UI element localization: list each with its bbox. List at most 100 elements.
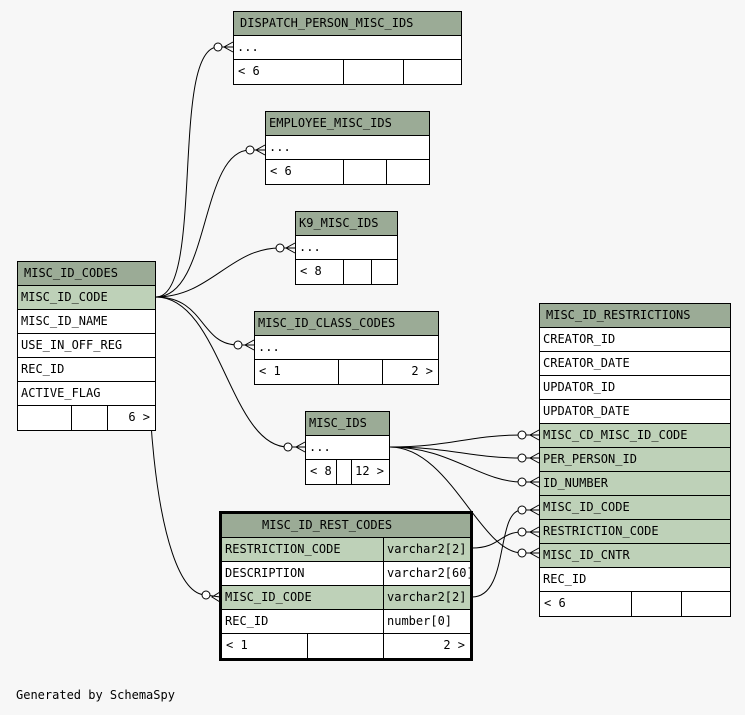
column-name: MISC_ID_CODE	[225, 590, 312, 604]
table-header[interactable]: MISC_ID_REST_CODES	[222, 514, 470, 538]
crowfoot-circle	[233, 340, 243, 350]
crowfoot	[528, 429, 540, 441]
column-name: RESTRICTION_CODE	[225, 542, 341, 556]
table-header[interactable]: DISPATCH_PERSON_MISC_IDS	[234, 12, 461, 36]
table-row: REC_ID	[540, 568, 730, 592]
column-name: MISC_ID_CODE	[543, 500, 630, 514]
generated-by-caption: Generated by SchemaSpy	[16, 688, 175, 702]
column-name: ID_NUMBER	[543, 476, 609, 490]
crowfoot	[222, 41, 234, 53]
column-name: ...	[309, 440, 331, 454]
crowfoot-circle	[283, 442, 293, 452]
table-row: MISC_ID_CODE	[18, 286, 155, 310]
crowfoot	[211, 591, 221, 603]
table-row: MISC_ID_CODE varchar2[2]	[222, 586, 470, 610]
edge-to-misc-ids	[155, 296, 305, 448]
table-header[interactable]: EMPLOYEE_MISC_IDS	[266, 112, 429, 136]
table-footer: < 1 2 >	[255, 360, 438, 384]
edge-to-employee-misc-ids	[155, 149, 265, 298]
table-row: ...	[266, 136, 429, 160]
child-count: 6 >	[128, 410, 150, 424]
crowfoot-circle	[517, 477, 527, 487]
table-misc-ids[interactable]: MISC_IDS ... < 8 12 >	[305, 411, 390, 485]
table-misc-id-rest-codes[interactable]: MISC_ID_REST_CODES RESTRICTION_CODE varc…	[219, 511, 473, 661]
column-name: PER_PERSON_ID	[543, 452, 637, 466]
table-header[interactable]: K9_MISC_IDS	[296, 212, 397, 236]
table-misc-id-class-codes[interactable]: MISC_ID_CLASS_CODES ... < 1 2 >	[254, 311, 439, 385]
crowfoot	[528, 526, 540, 538]
table-footer: < 6	[266, 160, 429, 184]
parent-count: < 6	[270, 164, 292, 178]
column-type: number[0]	[383, 610, 470, 633]
table-footer: < 8	[296, 260, 397, 284]
table-header[interactable]: MISC_ID_CODES	[18, 262, 155, 286]
table-row: ACTIVE_FLAG	[18, 382, 155, 406]
column-name: CREATOR_ID	[543, 332, 616, 346]
child-count: 2 >	[411, 364, 433, 378]
table-header[interactable]: MISC_ID_CLASS_CODES	[255, 312, 438, 336]
table-row: ...	[306, 436, 389, 460]
crowfoot	[294, 441, 306, 453]
column-name: ...	[237, 40, 259, 54]
crowfoot	[528, 547, 540, 559]
crowfoot-circle	[517, 527, 527, 537]
table-misc-id-restrictions[interactable]: MISC_ID_RESTRICTIONS CREATOR_ID CREATOR_…	[539, 303, 731, 617]
parent-count: < 8	[310, 464, 332, 478]
table-misc-id-codes[interactable]: MISC_ID_CODES MISC_ID_CODE MISC_ID_NAME …	[17, 261, 156, 431]
table-k9-misc-ids[interactable]: K9_MISC_IDS ... < 8	[295, 211, 398, 285]
column-name: DESCRIPTION	[225, 566, 305, 580]
table-row: PER_PERSON_ID	[540, 448, 730, 472]
edge-id-number	[389, 446, 539, 483]
edge-per-person-id	[389, 446, 539, 459]
table-row: UPDATOR_DATE	[540, 400, 730, 424]
column-name: MISC_CD_MISC_ID_CODE	[543, 428, 688, 442]
table-footer: < 6	[234, 60, 461, 84]
table-name: MISC_IDS	[309, 416, 367, 430]
table-footer: 6 >	[18, 406, 155, 430]
parent-count: < 1	[259, 364, 281, 378]
child-count: 2 >	[443, 638, 465, 652]
crowfoot	[284, 242, 296, 254]
crowfoot-circle	[517, 548, 527, 558]
table-dispatch-person-misc-ids[interactable]: DISPATCH_PERSON_MISC_IDS ... < 6	[233, 11, 462, 85]
table-row: DESCRIPTION varchar2[60]	[222, 562, 470, 586]
column-type: varchar2[60]	[383, 562, 470, 585]
table-name: MISC_ID_CLASS_CODES	[258, 316, 396, 330]
crowfoot-circle	[517, 430, 527, 440]
crowfoot	[528, 452, 540, 464]
crowfoot-circle	[213, 42, 223, 52]
column-name: MISC_ID_CODE	[21, 290, 108, 304]
table-footer: < 1 2 >	[222, 634, 470, 658]
table-name: MISC_ID_REST_CODES	[262, 518, 393, 532]
column-name: MISC_ID_NAME	[21, 314, 108, 328]
table-row: ID_NUMBER	[540, 472, 730, 496]
parent-count: < 1	[226, 638, 248, 652]
column-name: MISC_ID_CNTR	[543, 548, 630, 562]
table-name: EMPLOYEE_MISC_IDS	[269, 116, 392, 130]
table-employee-misc-ids[interactable]: EMPLOYEE_MISC_IDS ... < 6	[265, 111, 430, 185]
table-row: MISC_ID_NAME	[18, 310, 155, 334]
column-name: USE_IN_OFF_REG	[21, 338, 123, 352]
column-name: REC_ID	[225, 614, 269, 628]
table-row: CREATOR_DATE	[540, 352, 730, 376]
table-header[interactable]: MISC_IDS	[306, 412, 389, 436]
table-row: MISC_ID_CODE	[540, 496, 730, 520]
table-row: RESTRICTION_CODE varchar2[2]	[222, 538, 470, 562]
column-name: REC_ID	[21, 362, 65, 376]
crowfoot	[243, 339, 255, 351]
column-type: varchar2[2]	[383, 538, 470, 561]
column-name: ...	[258, 340, 280, 354]
table-row: REC_ID	[18, 358, 155, 382]
column-name: CREATOR_DATE	[543, 356, 630, 370]
table-header[interactable]: MISC_ID_RESTRICTIONS	[540, 304, 730, 328]
table-row: ...	[255, 336, 438, 360]
edge-misc-cd-misc-id-code	[389, 434, 539, 448]
column-name: UPDATOR_DATE	[543, 404, 630, 418]
crowfoot-circle	[201, 590, 211, 600]
table-row: MISC_CD_MISC_ID_CODE	[540, 424, 730, 448]
crowfoot-circle	[275, 243, 285, 253]
crowfoot	[254, 144, 266, 156]
table-row: CREATOR_ID	[540, 328, 730, 352]
table-row: REC_ID number[0]	[222, 610, 470, 634]
table-name: DISPATCH_PERSON_MISC_IDS	[240, 16, 414, 30]
